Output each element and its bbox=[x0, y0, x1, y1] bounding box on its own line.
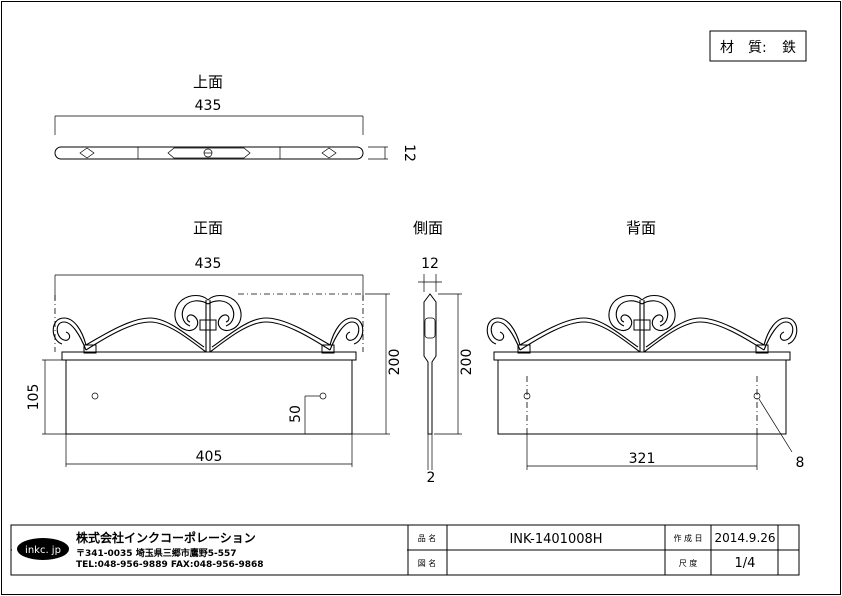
scale-label: 尺 度 bbox=[679, 558, 698, 568]
title-block: inkc. jp 株式会社インクコーポレーション 〒341-0035 埼玉県三郷… bbox=[10, 524, 800, 576]
front-width-dimension: 435 bbox=[195, 256, 222, 272]
side-plate-dimension: 2 bbox=[427, 470, 436, 486]
company-address: 〒341-0035 埼玉県三郷市鷹野5-557 bbox=[76, 547, 237, 559]
company-logo bbox=[17, 538, 69, 560]
back-hole-diameter: 8 bbox=[796, 455, 805, 471]
company-name: 株式会社インクコーポレーション bbox=[76, 530, 256, 545]
date-value: 2014.9.26 bbox=[714, 531, 775, 545]
company-contact: TEL:048-956-9889 FAX:048-956-9868 bbox=[76, 560, 264, 570]
back-ornament bbox=[486, 294, 798, 354]
side-thickness-dimension: 12 bbox=[421, 256, 439, 272]
back-view: 背面 321 bbox=[486, 219, 805, 471]
date-label: 作 成 日 bbox=[673, 533, 702, 543]
product-name: INK-1401008H bbox=[509, 532, 602, 547]
material-value: 鉄 bbox=[782, 40, 796, 56]
top-width-dimension: 435 bbox=[195, 98, 222, 114]
top-view-title: 上面 bbox=[193, 73, 223, 91]
front-view: 正面 435 bbox=[26, 219, 403, 467]
front-plate bbox=[65, 359, 353, 435]
front-plate-height-dimension: 105 bbox=[26, 384, 42, 411]
scale-value: 1/4 bbox=[735, 556, 756, 571]
back-hole-spacing-dimension: 321 bbox=[629, 451, 656, 467]
side-view: 側面 12 2 200 bbox=[413, 219, 475, 486]
front-hole-height-dimension: 50 bbox=[288, 405, 304, 423]
side-view-title: 側面 bbox=[413, 219, 443, 237]
side-height-dimension: 200 bbox=[459, 349, 475, 376]
product-name-label: 品 名 bbox=[418, 533, 437, 543]
front-view-title: 正面 bbox=[193, 219, 223, 237]
company-logo-text: inkc. jp bbox=[25, 545, 61, 556]
front-height-dimension: 200 bbox=[387, 349, 403, 376]
back-view-title: 背面 bbox=[626, 219, 656, 237]
material-box: 材 質: 鉄 bbox=[709, 30, 807, 62]
back-plate bbox=[497, 359, 787, 435]
material-label: 材 質: bbox=[720, 40, 767, 56]
front-ornament bbox=[52, 294, 364, 354]
top-view: 上面 435 12 bbox=[54, 73, 417, 162]
drawing-name-label: 図 名 bbox=[418, 558, 437, 568]
top-thickness-dimension: 12 bbox=[401, 144, 417, 162]
front-plate-width-dimension: 405 bbox=[196, 449, 223, 465]
